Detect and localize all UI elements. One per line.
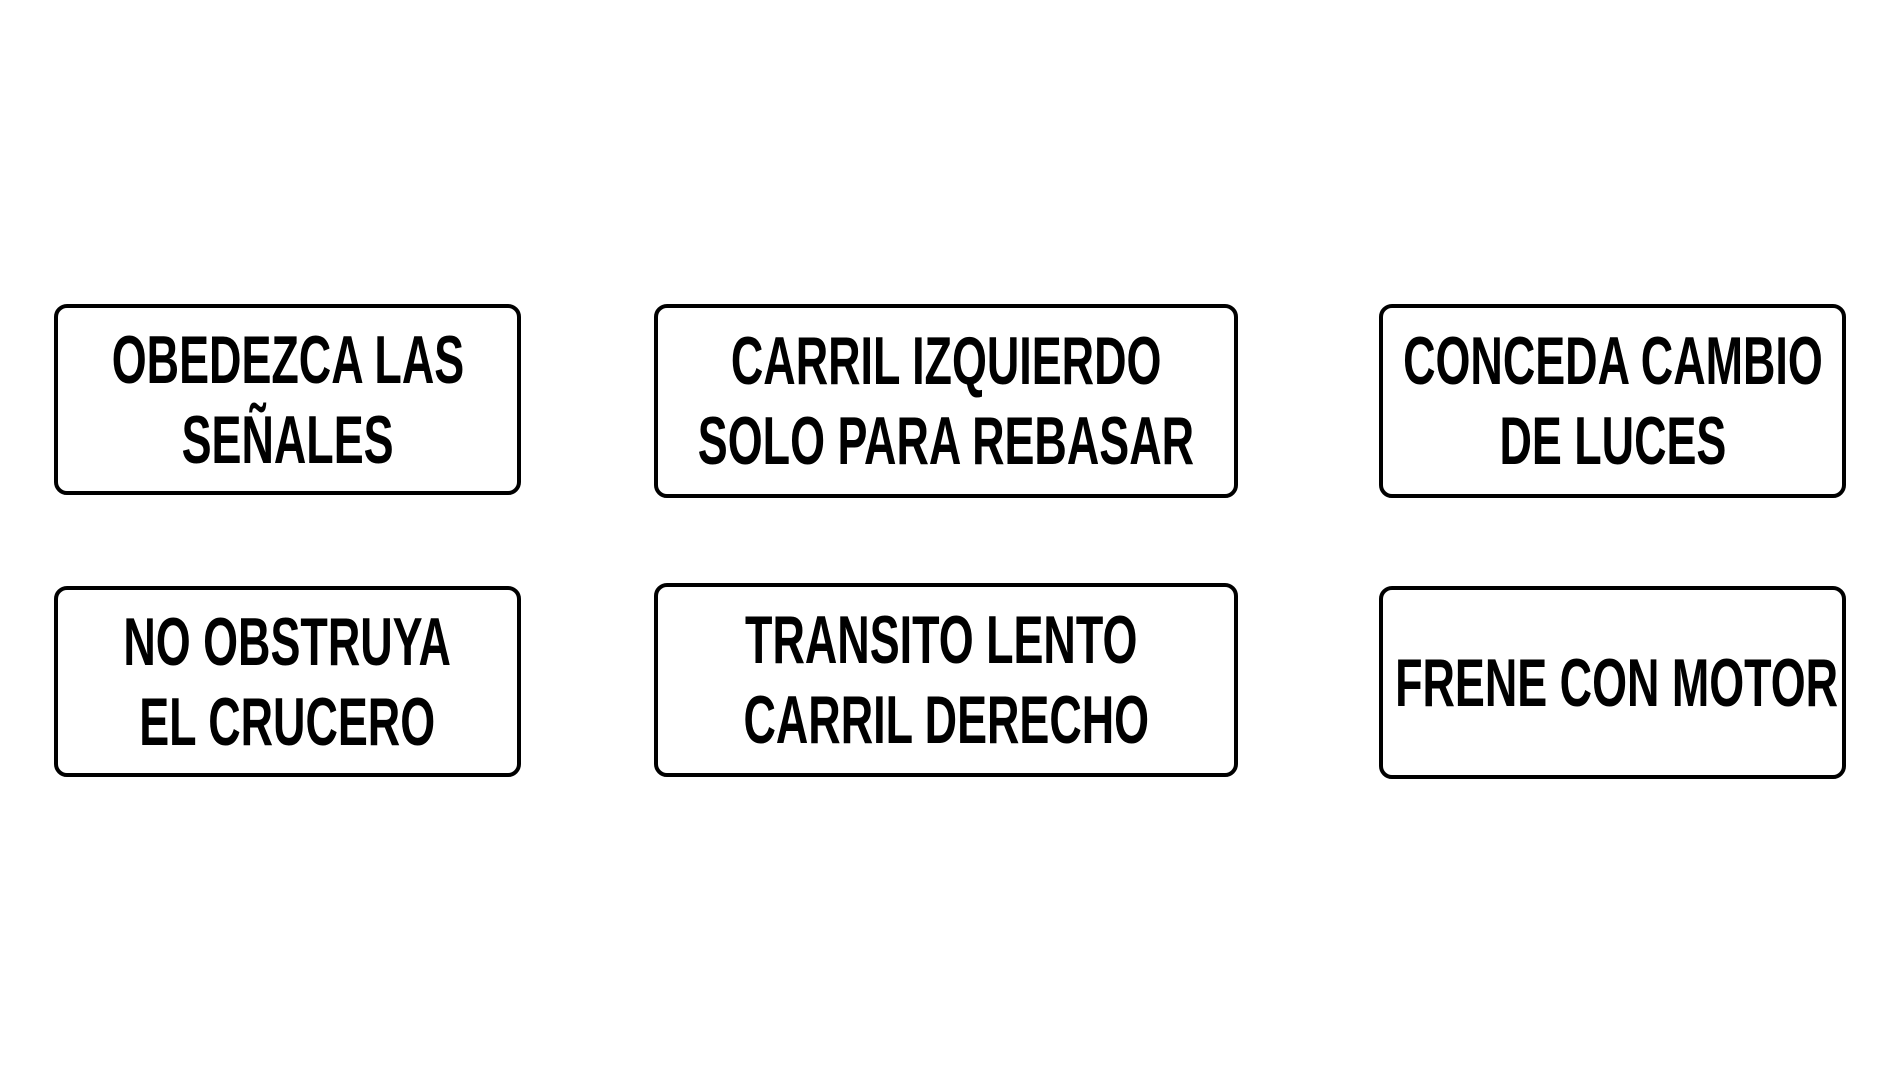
- sign-frene-con-motor: FRENE CON MOTOR: [1379, 586, 1846, 779]
- sign-text-line: OBEDEZCA LAS: [111, 321, 464, 398]
- sign-obedezca-las-senales: OBEDEZCA LAS SEÑALES: [54, 304, 521, 495]
- sign-text-line: FRENE CON MOTOR: [1395, 644, 1839, 721]
- sign-conceda-cambio-de-luces: CONCEDA CAMBIO DE LUCES: [1379, 304, 1846, 498]
- sign-transito-lento: TRANSITO LENTO CARRIL DERECHO: [654, 583, 1238, 777]
- sign-no-obstruya-el-crucero: NO OBSTRUYA EL CRUCERO: [54, 586, 521, 777]
- sign-text-line: CARRIL DERECHO: [743, 682, 1149, 758]
- sign-text-line: EL CRUCERO: [139, 683, 436, 760]
- sign-text-line: SEÑALES: [181, 401, 394, 478]
- sign-text-line: SOLO PARA REBASAR: [697, 403, 1195, 479]
- sign-carril-izquierdo: CARRIL IZQUIERDO SOLO PARA REBASAR: [654, 304, 1238, 498]
- sign-text-line: DE LUCES: [1499, 403, 1726, 479]
- sign-text-line: TRANSITO LENTO: [744, 602, 1138, 678]
- sign-text-line: CONCEDA CAMBIO: [1402, 323, 1823, 399]
- sign-text-line: NO OBSTRUYA: [123, 603, 452, 680]
- sign-text-line: CARRIL IZQUIERDO: [730, 323, 1162, 399]
